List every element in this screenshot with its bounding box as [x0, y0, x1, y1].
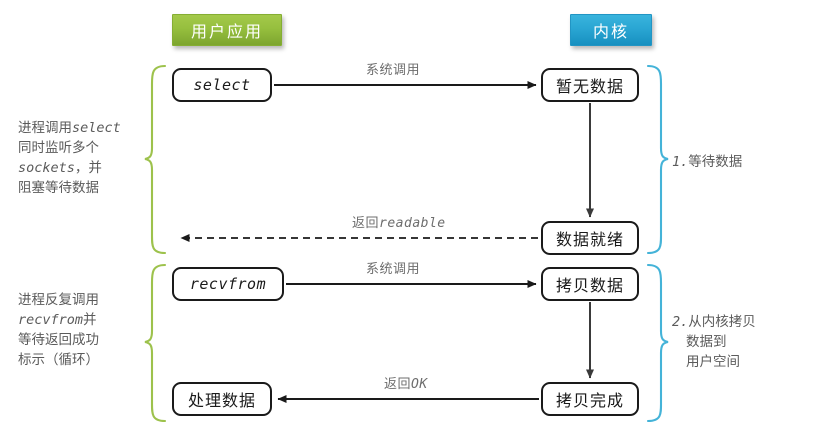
edge-label-return-ok-code: OK: [411, 377, 428, 392]
node-process-data-label: 处理数据: [187, 391, 256, 410]
edge-label-syscall-1-text: 系统调用: [366, 63, 421, 78]
note-left-1-line-1-text: 进程调用: [18, 120, 72, 136]
note-right-2-text-1: 从内核拷贝: [688, 314, 756, 330]
note-left-2-line-2: recvfrom并: [18, 310, 99, 330]
header-kernel-label: 内核: [592, 22, 629, 41]
node-data-ready: 数据就绪: [541, 221, 639, 255]
note-left-recvfrom-loop: 进程反复调用 recvfrom并 等待返回成功 标示（循环）: [18, 290, 99, 370]
node-no-data-label: 暂无数据: [555, 77, 624, 96]
note-right-2-text-3: 用户空间: [686, 354, 740, 370]
note-left-1-line-3-text: ，并: [74, 160, 102, 176]
note-left-2-line-2-text: 并: [83, 312, 97, 328]
note-left-1-line-2: 同时监听多个: [18, 140, 99, 156]
node-copy-done-label: 拷贝完成: [555, 391, 624, 410]
note-right-2-line-2: 数据到: [672, 332, 756, 352]
note-left-1-line-1-code: select: [72, 120, 121, 136]
node-data-ready-label: 数据就绪: [555, 230, 624, 249]
note-right-step-2: 2.从内核拷贝 数据到 用户空间: [672, 312, 756, 372]
edge-label-return-readable-code: readable: [379, 216, 446, 231]
node-copying-data-label: 拷贝数据: [555, 276, 624, 295]
node-process-data: 处理数据: [172, 382, 272, 416]
node-no-data: 暂无数据: [541, 68, 639, 102]
edge-label-return-readable-prefix: 返回: [352, 216, 380, 231]
right-brace-bottom: [646, 263, 669, 423]
edge-label-return-readable: 返回readable: [352, 212, 446, 231]
header-user-application-label: 用户应用: [190, 22, 263, 41]
note-left-1-line-3-code: sockets: [18, 160, 75, 176]
node-select: select: [172, 68, 272, 102]
left-brace-top: [144, 64, 167, 255]
node-recvfrom-label: recvfrom: [189, 275, 267, 293]
note-left-2-line-3: 等待返回成功: [18, 332, 99, 348]
note-right-1-index: 1.: [672, 154, 689, 170]
header-user-application: 用户应用: [172, 14, 282, 46]
note-right-1-text: 等待数据: [688, 154, 743, 170]
note-left-2-line-4: 标示（循环）: [18, 352, 99, 368]
node-copy-done: 拷贝完成: [541, 382, 639, 416]
note-right-step-1: 1.等待数据: [672, 152, 742, 172]
edge-label-syscall-2-text: 系统调用: [366, 262, 421, 277]
node-recvfrom: recvfrom: [172, 267, 284, 301]
note-right-2-line-3: 用户空间: [672, 352, 756, 372]
node-copying-data: 拷贝数据: [541, 267, 639, 301]
edge-label-return-ok: 返回OK: [384, 373, 428, 392]
edge-label-return-ok-prefix: 返回: [384, 377, 412, 392]
note-right-2-index: 2.: [672, 314, 689, 330]
edge-label-syscall-1: 系统调用: [366, 59, 420, 78]
edge-label-syscall-2: 系统调用: [366, 258, 420, 277]
note-right-2-line-1: 2.从内核拷贝: [672, 312, 756, 332]
note-right-1-line-1: 1.等待数据: [672, 152, 742, 172]
note-left-1-line-1: 进程调用select: [18, 118, 121, 138]
header-kernel: 内核: [570, 14, 652, 46]
note-left-select-blocking: 进程调用select 同时监听多个 sockets，并 阻塞等待数据: [18, 118, 121, 198]
note-left-2-line-1: 进程反复调用: [18, 292, 99, 308]
note-left-2-line-2-code: recvfrom: [18, 312, 84, 328]
note-right-2-text-2: 数据到: [686, 334, 727, 350]
note-left-1-line-4: 阻塞等待数据: [18, 180, 99, 196]
left-brace-bottom: [144, 263, 167, 423]
right-brace-top: [646, 64, 669, 255]
node-select-label: select: [193, 76, 251, 94]
note-left-1-line-3: sockets，并: [18, 158, 121, 178]
